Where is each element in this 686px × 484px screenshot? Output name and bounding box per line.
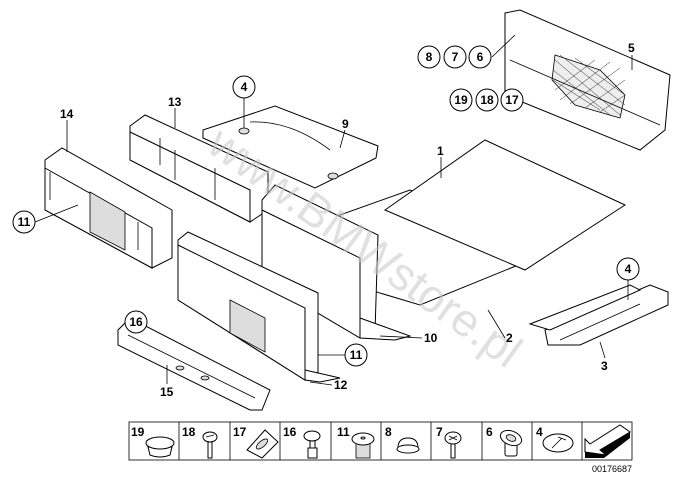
part-10-rear-panel (261, 184, 412, 341)
callout-7: 7 (452, 50, 459, 64)
expanding-rivet-threaded-icon (351, 432, 375, 459)
legend-num-7: 7 (436, 425, 443, 439)
callout-17: 17 (505, 93, 519, 107)
callout-16: 16 (129, 315, 143, 329)
callout-5: 5 (628, 41, 635, 55)
callout-19: 19 (454, 93, 468, 107)
plastic-clip-icon (542, 433, 574, 453)
callout-9: 9 (342, 117, 349, 131)
part-14-side-panel (44, 147, 173, 269)
callout-4-top: 4 (241, 80, 248, 94)
nut-clip-icon (499, 429, 523, 457)
callout-4-right: 4 (625, 262, 632, 276)
part-9-shelf (202, 105, 379, 189)
fastener-legend: 19 18 17 16 11 8 7 6 4 (128, 421, 633, 461)
part-12-front-partition (177, 231, 341, 383)
callout-11-left: 11 (18, 215, 31, 229)
callout-11-center: 11 (350, 348, 363, 362)
callout-13: 13 (168, 95, 182, 109)
callout-6: 6 (477, 50, 484, 64)
circled-callouts: 4 4 11 11 16 8 7 6 19 18 17 (12, 45, 640, 367)
callout-1: 1 (437, 144, 444, 158)
callout-12: 12 (334, 378, 348, 392)
part-1-floor-mat (383, 139, 627, 271)
legend-num-16: 16 (283, 425, 297, 439)
clip-nut-icon (246, 429, 279, 459)
cap-plug-icon (145, 436, 175, 458)
part-3-bracket (528, 284, 669, 346)
expanding-rivet-icon (303, 430, 321, 459)
part-13-partition-panel (129, 114, 269, 223)
legend-num-18: 18 (182, 425, 196, 439)
callout-8: 8 (426, 50, 433, 64)
part-5-rear-trim-with-net (504, 9, 671, 151)
screw-phillips-icon (444, 431, 462, 459)
legend-num-8: 8 (385, 425, 392, 439)
legend-num-19: 19 (131, 425, 145, 439)
callout-2: 2 (506, 331, 513, 345)
callout-14: 14 (60, 107, 74, 121)
diagram-number: 00176687 (592, 464, 632, 474)
callout-18: 18 (480, 93, 494, 107)
legend-num-17: 17 (233, 425, 247, 439)
callout-3: 3 (601, 359, 608, 373)
legend-num-4: 4 (536, 425, 543, 439)
legend-num-11: 11 (337, 425, 350, 439)
forward-arrow-icon (584, 424, 631, 458)
callout-10: 10 (424, 331, 438, 345)
screw-long-icon (202, 431, 218, 459)
cap-icon (396, 437, 420, 454)
legend-num-6: 6 (486, 425, 493, 439)
callout-15: 15 (160, 385, 174, 399)
